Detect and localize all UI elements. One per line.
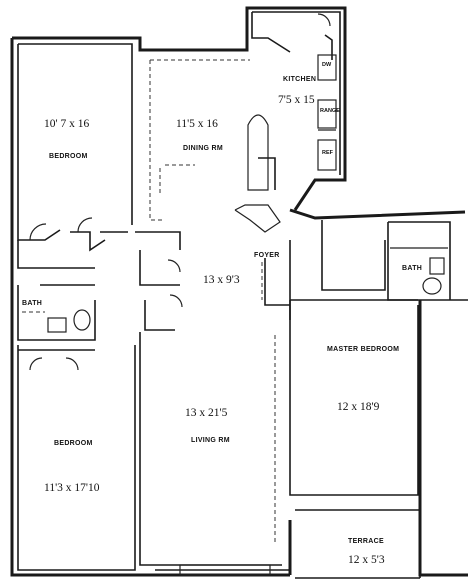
dw-label: DW <box>322 62 332 68</box>
bath-left-toilet <box>73 309 91 331</box>
master-bedroom-size: 12 x 18'9 <box>337 401 380 413</box>
bath-right-name: BATH <box>402 265 423 272</box>
bath-right-toilet <box>422 277 442 295</box>
bath-right-walls <box>321 220 451 301</box>
bath-left-walls <box>17 284 96 341</box>
terrace-walls <box>295 509 421 579</box>
ref-label: REF <box>322 150 333 156</box>
dining-room-walls <box>149 59 281 233</box>
foyer-size: 13 x 9'3 <box>203 274 240 286</box>
dining-name: DINING RM <box>183 145 224 152</box>
foyer-name: FOYER <box>254 252 280 259</box>
bedroom-top-size: 10' 7 x 16 <box>44 118 90 130</box>
bedroom-top-name: BEDROOM <box>49 153 88 160</box>
dining-size: 11'5 x 16 <box>176 118 218 130</box>
dishwasher <box>317 54 337 81</box>
living-name: LIVING RM <box>191 437 230 444</box>
refrigerator <box>317 139 337 171</box>
terrace-name: TERRACE <box>348 538 384 545</box>
living-window <box>179 564 271 576</box>
kitchen-name: KITCHEN <box>283 76 317 83</box>
bath-left-name: BATH <box>22 300 43 307</box>
range <box>317 99 337 129</box>
master-bedroom-name: MASTER BEDROOM <box>327 346 400 353</box>
bath-right-sink <box>429 257 445 275</box>
bedroom-bottom-walls <box>17 345 136 571</box>
bedroom-bottom-name: BEDROOM <box>54 440 93 447</box>
range-label: RANGE <box>320 108 340 114</box>
bedroom-bottom-size: 11'3 x 17'10 <box>44 482 100 494</box>
living-size: 13 x 21'5 <box>185 407 228 419</box>
bedroom-top-walls <box>17 43 133 269</box>
terrace-size: 12 x 5'3 <box>348 554 385 566</box>
kitchen-walls <box>251 11 341 175</box>
master-bedroom-walls <box>289 299 419 496</box>
living-room-walls <box>139 332 290 576</box>
bath-left-sink <box>47 317 67 333</box>
kitchen-size: 7'5 x 15 <box>278 94 315 106</box>
